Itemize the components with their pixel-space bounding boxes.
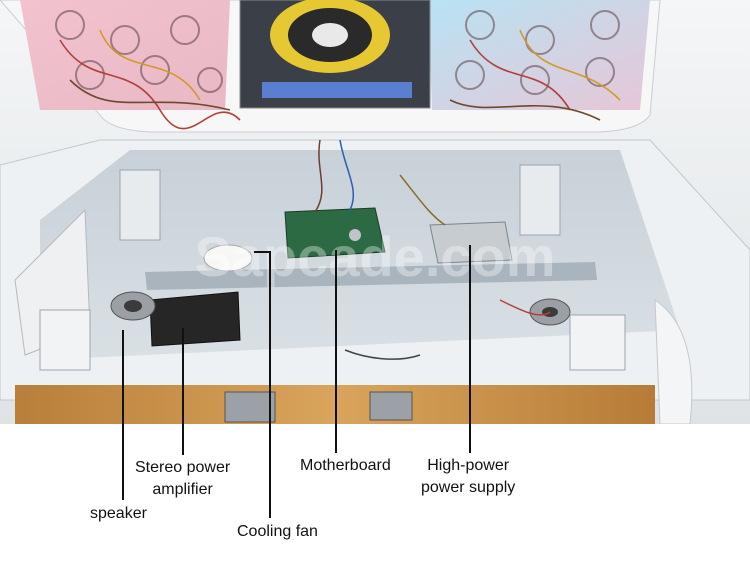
power-supply-label: High-power power supply: [421, 457, 516, 496]
machine-illustration: Sapcade.com: [0, 0, 750, 424]
machine-photo: Sapcade.com: [0, 0, 750, 424]
power-supply-box: [429, 221, 513, 264]
cooling-fan-disc: [203, 244, 253, 272]
motherboard-board: [284, 207, 386, 259]
wooden-front-panel: [15, 385, 655, 424]
amplifier-label: Stereo power amplifier: [135, 459, 231, 498]
lid-right-panel: [428, 0, 650, 110]
coin-slot-right: [369, 391, 413, 421]
motherboard-label: Motherboard: [300, 457, 391, 474]
amplifier-box: [149, 291, 241, 347]
cooling-fan-label: Cooling fan: [237, 523, 318, 540]
coin-slot-left: [224, 391, 276, 423]
watermark: Sapcade.com: [194, 225, 555, 288]
speaker-label: speaker: [90, 505, 147, 522]
